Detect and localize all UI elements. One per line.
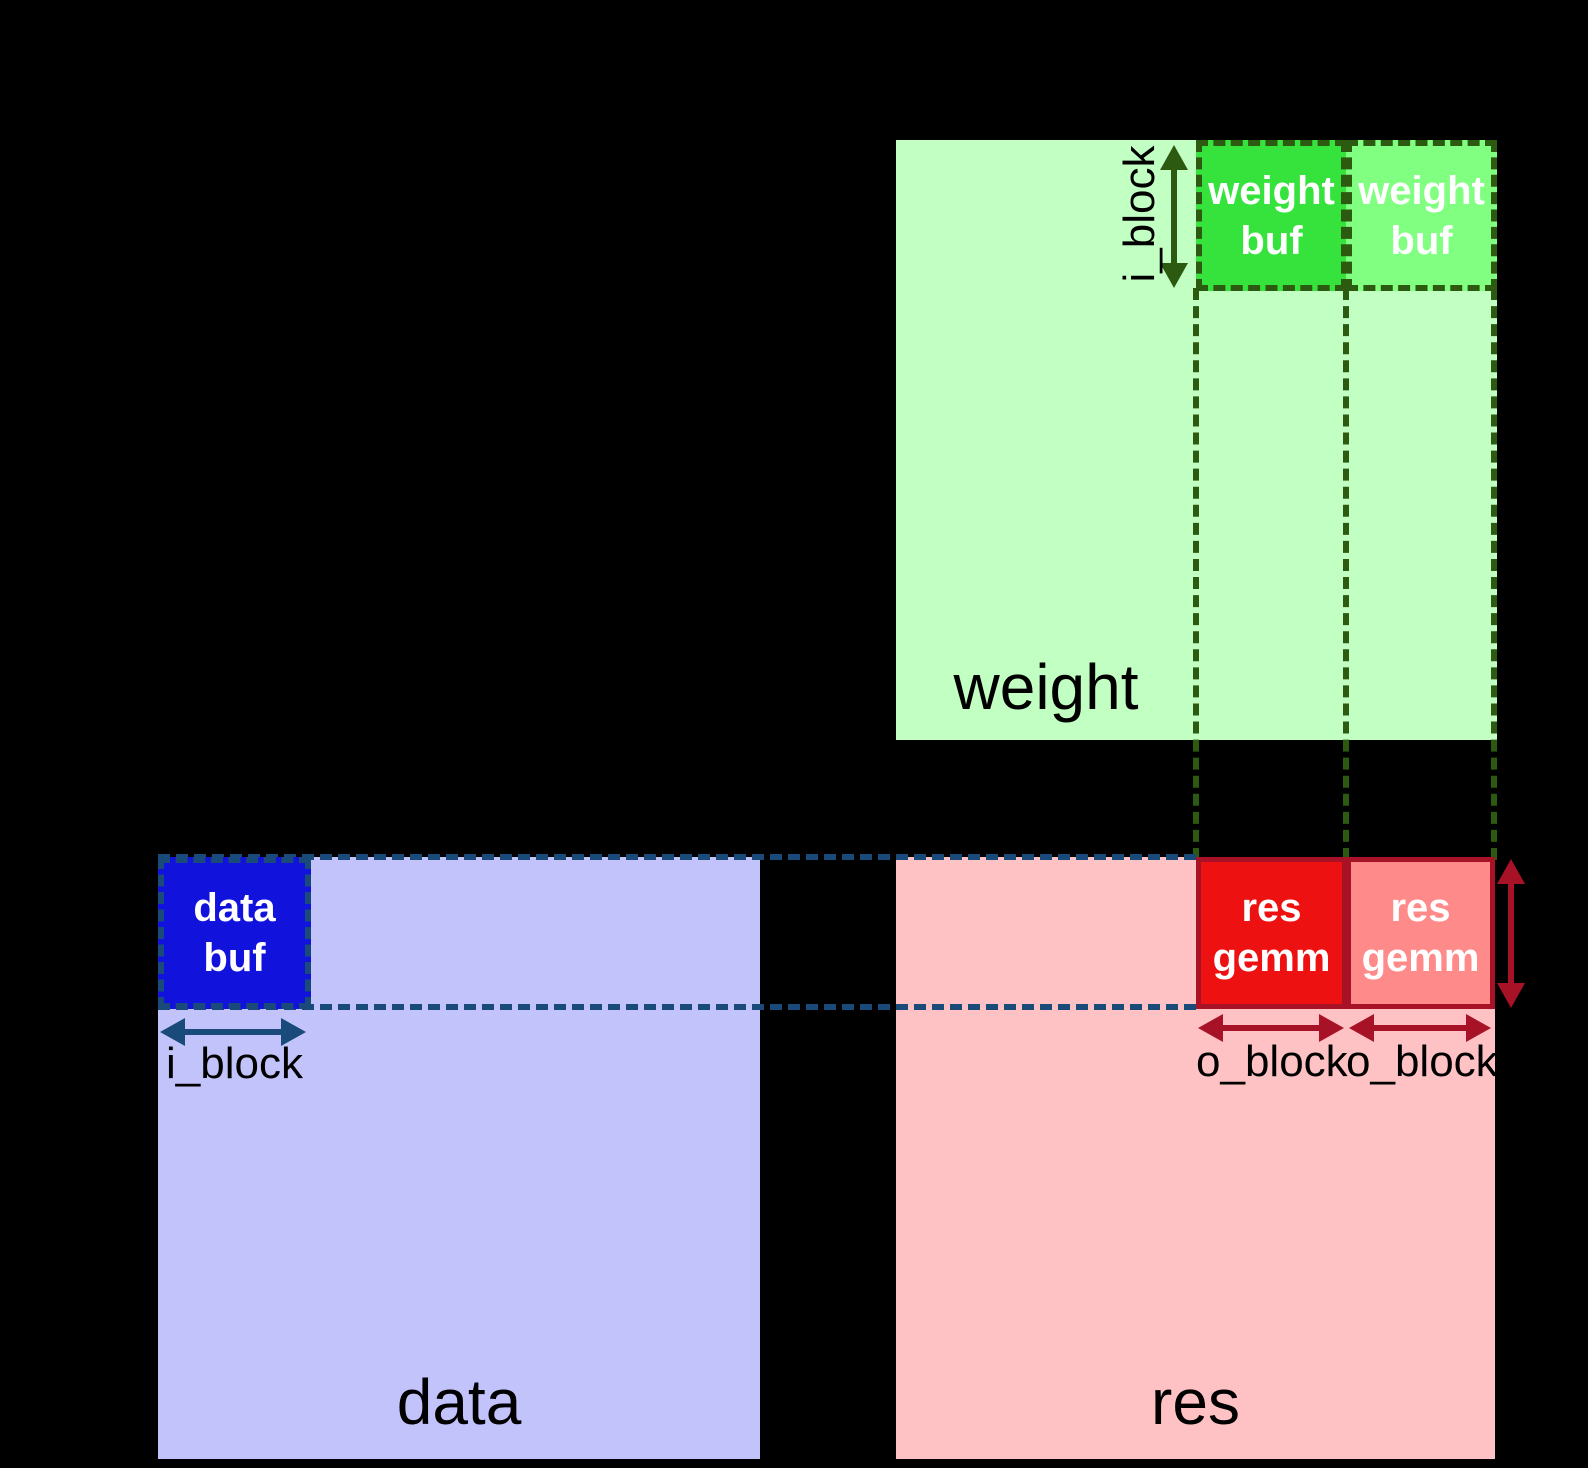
res-gemm-label-line2: gemm	[1361, 936, 1480, 980]
weight-buf-tile-next: weight buf	[1346, 140, 1497, 291]
data-buf-label-line1: data	[193, 886, 276, 930]
column-guide-line-2	[1343, 288, 1349, 860]
res-gemm-label-line2: gemm	[1212, 936, 1331, 980]
o-block-2-arrow-icon	[1349, 1013, 1491, 1043]
o-block-1-arrow-icon	[1198, 1013, 1344, 1043]
weight-buf-label-line1: weight	[1358, 168, 1485, 213]
res-gemm-tile-active: res gemm	[1196, 857, 1347, 1009]
arrow-line	[1367, 1025, 1473, 1031]
arrow-line	[1216, 1025, 1326, 1031]
i-block-weight-label: i_block	[1115, 145, 1164, 283]
arrow-head-right-icon	[281, 1018, 306, 1046]
arrow-head-right-icon	[1466, 1014, 1491, 1042]
weight-matrix-label: weight	[953, 651, 1139, 723]
arrow-line	[1171, 163, 1177, 270]
row-guide-line-top	[158, 854, 1196, 860]
arrow-head-down-icon	[1497, 983, 1525, 1008]
weight-buf-label-line2: buf	[1240, 218, 1303, 263]
weight-buf-tile-active: weight buf	[1196, 140, 1347, 291]
res-gemm-label-line1: res	[1390, 886, 1451, 930]
arrow-head-right-icon	[1319, 1014, 1344, 1042]
column-guide-line-3	[1491, 288, 1497, 860]
data-matrix-label: data	[396, 1366, 522, 1438]
arrow-head-down-icon	[1160, 263, 1188, 288]
res-matrix-label: res	[1151, 1366, 1240, 1438]
res-gemm-label-line1: res	[1241, 886, 1302, 930]
weight-buf-label-line2: buf	[1390, 218, 1453, 263]
i-block-data-label: i_block	[166, 1039, 303, 1088]
row-guide-line-bottom	[158, 1004, 1196, 1010]
arrow-line	[178, 1029, 288, 1035]
arrow-line	[1508, 877, 1514, 990]
res-gemm-tile-next: res gemm	[1346, 857, 1495, 1009]
column-guide-line-1	[1193, 288, 1199, 860]
i-block-weight-arrow-icon	[1159, 145, 1189, 288]
i-block-data-arrow-icon	[160, 1017, 306, 1047]
o-block-2-label: o_block	[1346, 1037, 1498, 1086]
data-buf-tile: data buf	[158, 857, 311, 1009]
data-buf-label-line2: buf	[203, 936, 266, 980]
res-tile-height-arrow-icon	[1496, 859, 1526, 1008]
o-block-1-label: o_block	[1196, 1037, 1348, 1086]
weight-buf-label-line1: weight	[1208, 168, 1335, 213]
